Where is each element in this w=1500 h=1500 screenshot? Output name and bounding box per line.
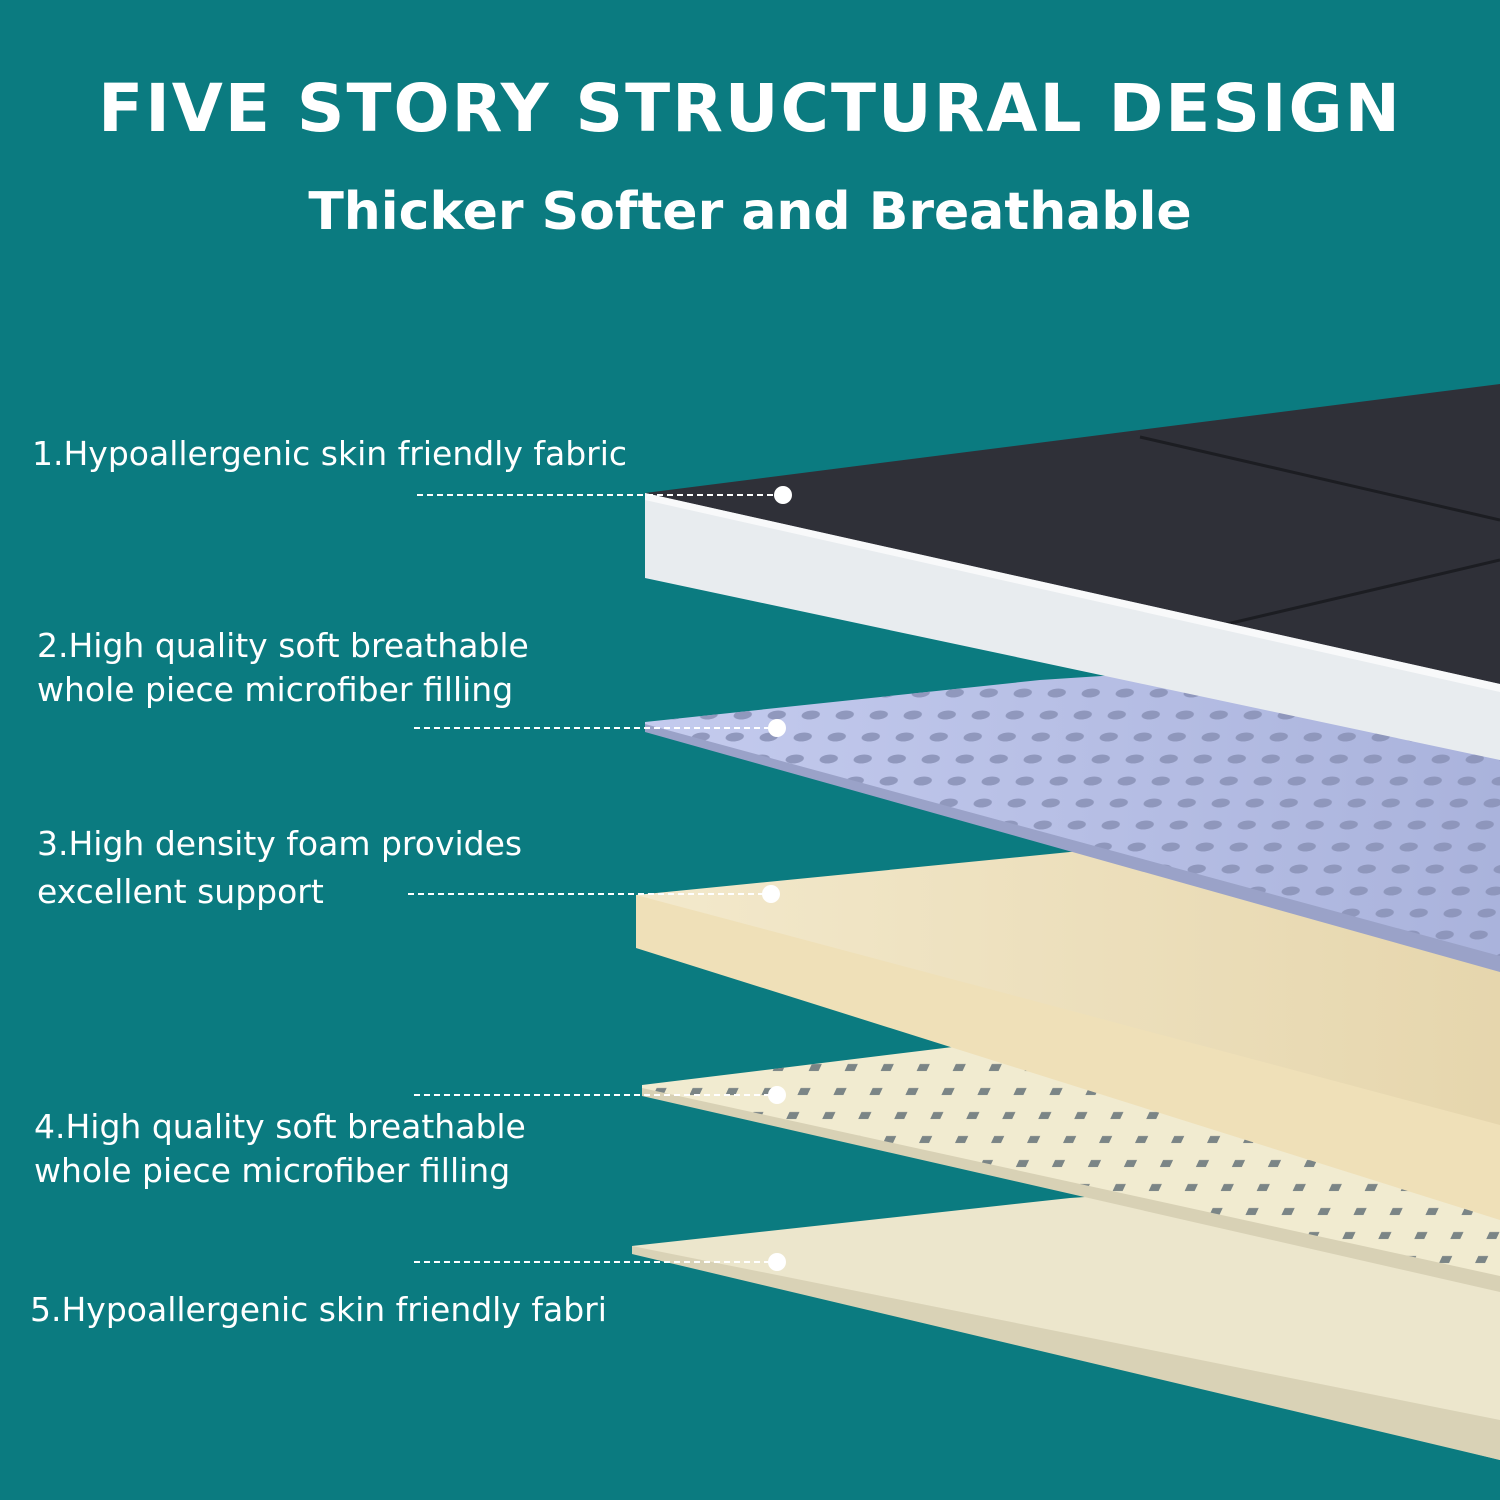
layer-4-label-line-2: whole piece microfiber filling — [34, 1151, 511, 1190]
layer-2-label: 2.High quality soft breathable whole pie… — [37, 624, 529, 712]
callout-dot-4-icon — [768, 1086, 786, 1104]
layer-3-label: 3.High density foam provides excellent s… — [37, 820, 522, 916]
callout-leader-1 — [417, 486, 792, 504]
callout-leader-4 — [414, 1086, 786, 1104]
layer-2-label-line-2: whole piece microfiber filling — [37, 670, 514, 709]
layer-5-label-line-1: 5.Hypoallergenic skin friendly fabri — [30, 1290, 607, 1329]
layer-3-label-line-2: excellent support — [37, 872, 324, 911]
callout-leader-3 — [408, 885, 780, 903]
callout-dot-3-icon — [762, 885, 780, 903]
layer-2-label-line-1: 2.High quality soft breathable — [37, 626, 529, 665]
callout-dot-1-icon — [774, 486, 792, 504]
layer-1-fabric — [645, 384, 1500, 760]
page-title: FIVE STORY STRUCTURAL DESIGN — [98, 70, 1402, 147]
layer-4-label: 4.High quality soft breathable whole pie… — [34, 1105, 526, 1193]
layer-2-microfiber — [645, 650, 1500, 972]
layer-4-label-line-1: 4.High quality soft breathable — [34, 1107, 526, 1146]
callout-leader-5 — [414, 1253, 786, 1271]
callout-dot-2-icon — [768, 719, 786, 737]
callout-leader-2 — [414, 719, 786, 737]
page-subtitle: Thicker Softer and Breathable — [308, 182, 1192, 242]
layer-5-label: 5.Hypoallergenic skin friendly fabri — [30, 1288, 607, 1332]
layer-3-label-line-1: 3.High density foam provides — [37, 824, 523, 863]
layer-1-label-line-1: 1.Hypoallergenic skin friendly fabric — [32, 434, 628, 473]
layer-1-label: 1.Hypoallergenic skin friendly fabric — [32, 432, 627, 476]
callout-dot-5-icon — [768, 1253, 786, 1271]
layer-5-fabric — [632, 1170, 1500, 1460]
